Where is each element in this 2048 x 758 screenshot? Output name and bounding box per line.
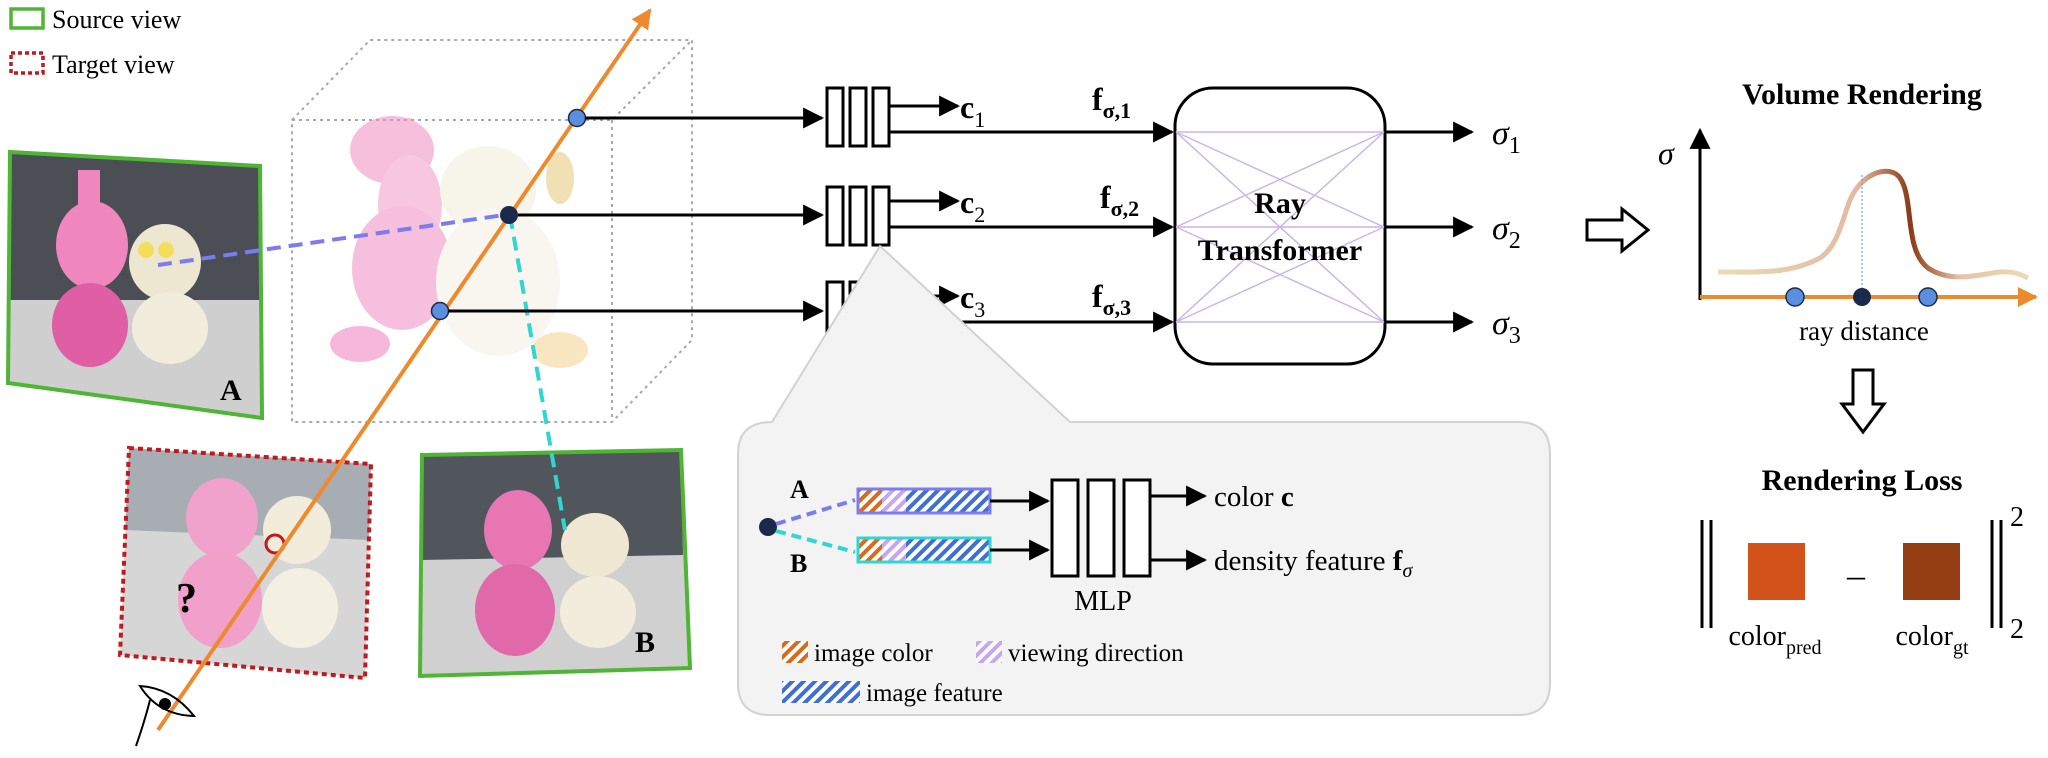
mlp-label: MLP [1074,586,1132,617]
sample-point-3 [430,301,450,321]
eye-icon [135,684,197,747]
c3-label: c3 [960,279,985,322]
toy-figures [330,116,588,368]
source-view-a-label: A [220,374,242,407]
sigma2-label: σ2 [1492,210,1521,254]
f1-label: fσ,1 [1092,81,1131,123]
pred-label: colorpred [1728,621,1821,659]
out-color-label: color c [1214,481,1294,513]
detail-b-label: B [790,549,807,578]
source-view-b: B [417,447,693,679]
target-view-swatch [9,51,45,75]
legend-image-feature-swatch [782,681,860,703]
feature-bar-b [856,536,992,564]
target-view-label: Target view [52,50,175,79]
legend-image-feature: image feature [866,680,1003,707]
sample-point-2 [500,206,518,224]
sigma1-label: σ1 [1492,115,1521,159]
detail-callout: A B MLP color c density feature [737,244,1551,716]
y-axis-label: σ [1658,135,1675,171]
plot-point-1 [1785,287,1805,307]
volume-rendering: Volume Rendering σ ray distance [1658,78,2038,346]
gt-label: colorgt [1895,621,1969,659]
minus-sign: – [1846,555,1866,595]
legend-viewing-direction-swatch [976,641,1002,663]
out-density-label: density feature fσ [1214,545,1413,582]
source-view-b-label: B [635,626,655,659]
projection-line-b [508,214,567,531]
gt-color-swatch [1903,543,1960,600]
c2-label: c2 [960,184,985,227]
question-mark: ? [176,576,197,622]
mlp-block-row-1 [825,86,891,148]
source-view-swatch [9,7,45,30]
legend-viewing-direction: viewing direction [1008,640,1184,667]
plot-point-3 [1918,287,1938,307]
source-view-a: A [5,149,265,421]
plot-point-2 [1853,288,1871,306]
norm-superscript: 2 [2010,502,2024,533]
target-view: ? [117,445,374,681]
detail-line-a [775,498,856,526]
ray-transformer-line1: Ray [1254,187,1306,220]
ray-transformer: Ray Transformer [1173,86,1387,366]
detail-a-label: A [790,475,809,504]
density-curve [1717,168,2030,281]
camera-ray [156,8,652,732]
detail-line-b [775,529,856,554]
projection-line-a [157,213,505,267]
c1-label: c1 [960,89,985,132]
legend-image-color: image color [814,640,933,667]
detail-point [759,518,777,536]
mlp-block-row-2 [825,185,891,247]
sample-point-1 [567,108,587,128]
legend: Source view Target view [9,5,181,79]
volume-rendering-title: Volume Rendering [1742,78,1982,111]
rendering-loss-title: Rendering Loss [1762,464,1963,497]
ray-transformer-line2: Transformer [1198,234,1362,267]
detail-mlp [1050,478,1152,578]
pred-color-swatch [1748,543,1805,600]
f3-label: fσ,3 [1092,278,1131,320]
hollow-arrow-down [1839,368,1887,435]
sigma3-label: σ3 [1492,305,1521,349]
x-axis-label: ray distance [1799,316,1929,346]
legend-image-color-swatch [782,641,808,663]
feature-bar-a [856,487,992,515]
hollow-arrow-right [1585,205,1651,255]
norm-subscript: 2 [2010,614,2024,645]
rendering-loss: Rendering Loss – colorpred colorgt 2 2 [1700,464,2024,659]
source-view-label: Source view [52,5,181,34]
f2-label: fσ,2 [1100,179,1139,221]
